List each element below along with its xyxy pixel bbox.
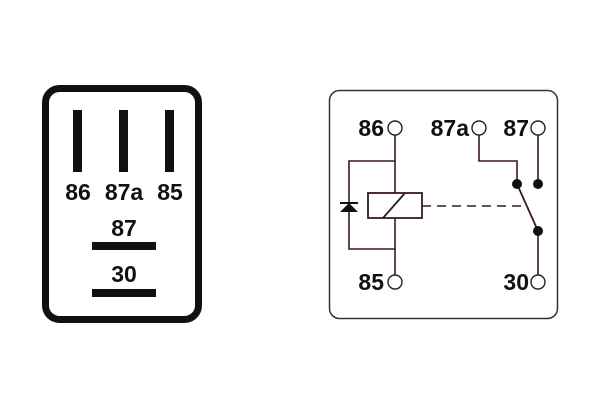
terminal-85	[387, 274, 403, 290]
terminal-87-label: 87	[503, 115, 529, 141]
terminal-87	[530, 120, 546, 136]
switch-arm	[516, 183, 539, 232]
terminal-87a	[471, 120, 487, 136]
diode-icon	[340, 202, 358, 212]
pin-30-bar	[92, 289, 156, 297]
pin-85-bar	[165, 110, 174, 172]
terminal-86-label: 86	[358, 115, 384, 141]
nc-wire	[478, 135, 518, 184]
terminal-86	[387, 120, 403, 136]
pin-87-bar	[92, 242, 156, 250]
coil-icon	[367, 192, 423, 219]
terminal-30	[530, 274, 546, 290]
pin-85-label: 85	[157, 179, 183, 205]
pin-layout-view: 86 87a 85 87 30	[42, 85, 202, 323]
no-contact-dot	[533, 179, 543, 189]
pin-87a-bar	[119, 110, 128, 172]
common-contact-dot	[533, 226, 543, 236]
schematic-view: 86 87a 87 85 30	[328, 89, 559, 320]
pin-87-label: 87	[111, 215, 137, 241]
nc-contact-dot	[512, 179, 522, 189]
terminal-87a-label: 87a	[431, 115, 470, 141]
terminal-30-label: 30	[503, 269, 529, 295]
pin-86-bar	[73, 110, 82, 172]
pin-86-label: 86	[65, 179, 91, 205]
schematic-outline	[328, 89, 559, 320]
relay-outline	[42, 85, 202, 323]
pin-30-label: 30	[111, 261, 137, 287]
terminal-85-label: 85	[358, 269, 384, 295]
pin-87a-label: 87a	[105, 179, 144, 205]
